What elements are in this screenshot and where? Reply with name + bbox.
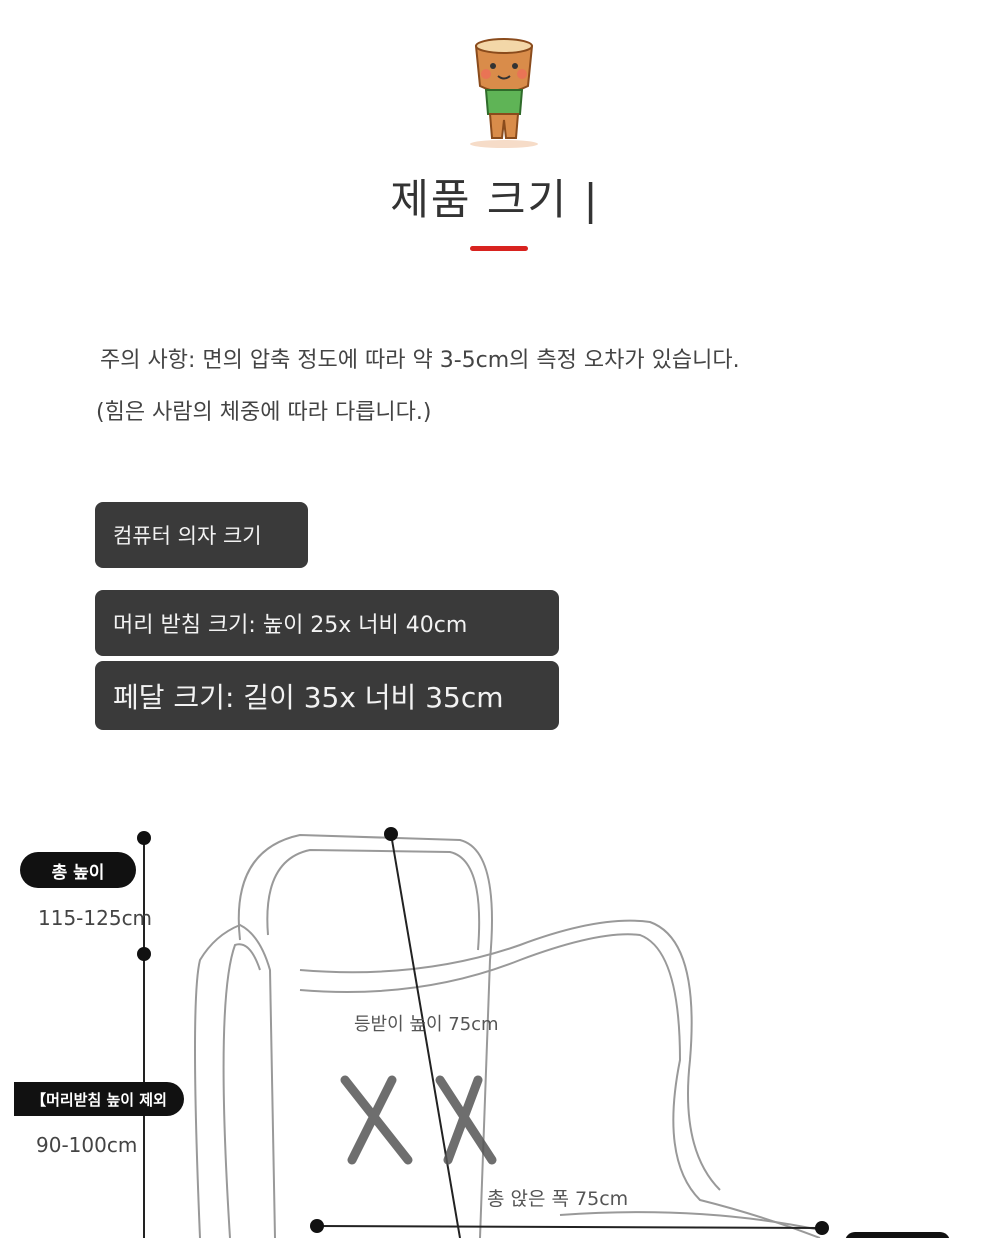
page-title: 제품 크기 | <box>390 175 600 224</box>
mascot-icon <box>470 38 538 148</box>
back-height-label: 등받이 높이 75cm <box>354 1014 499 1035</box>
headrest-size-box: 머리 받침 크기: 높이 25x 너비 40cm <box>95 590 559 656</box>
title-underline <box>470 246 528 251</box>
total-height-value: 115-125cm <box>38 906 153 930</box>
pedal-size-box: 페달 크기: 길이 35x 너비 35cm <box>95 661 559 730</box>
no-headrest-height-label: 【머리받침 높이 제외 <box>14 1082 184 1116</box>
total-height-label: 총 높이 <box>20 852 136 888</box>
note-line-2: (힘은 사람의 체중에 따라 다릅니다.) <box>96 400 432 425</box>
note-line-1: 주의 사항: 면의 압축 정도에 따라 약 3-5cm의 측정 오차가 있습니다… <box>100 348 740 373</box>
no-headrest-height-value: 90-100cm <box>36 1133 138 1157</box>
category-box: 컴퓨터 의자 크기 <box>95 502 308 568</box>
seat-width-label: 총 앉은 폭 75cm <box>487 1188 629 1210</box>
